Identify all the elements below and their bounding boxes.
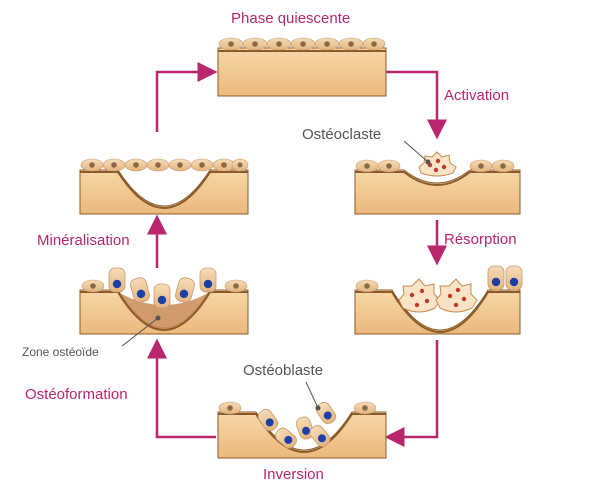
label-inversion: Inversion: [263, 466, 324, 483]
lining-cells: [218, 401, 377, 415]
osteoblast-group: [108, 267, 217, 309]
osteoid-pointer: [121, 317, 159, 347]
label-activation: Activation: [444, 87, 510, 104]
osteoclast: [398, 278, 441, 313]
arrow-quiescent-to-activation: [386, 70, 447, 140]
panel-mineralisation: [79, 158, 249, 215]
lining-cells: [81, 279, 248, 293]
label-mineralisation: Minéralisation: [37, 232, 130, 249]
label-resorption: Résorption: [444, 231, 517, 248]
arrow-inversion-to-osteoformation: [147, 338, 216, 439]
panel-resorption: [354, 265, 523, 335]
label-zone-osteoide: Zone ostéoïde: [22, 345, 99, 359]
osteoclast-pointer: [403, 140, 429, 163]
lining-cells: [355, 159, 515, 173]
osteoclast: [418, 151, 457, 177]
osteoblast-group: [487, 265, 523, 291]
osteoblast-group: [257, 401, 337, 449]
osteoclast: [435, 278, 478, 313]
label-phase-quiescente: Phase quiescente: [231, 10, 351, 27]
panel-activation: [354, 140, 521, 215]
arrow-resorption-to-inversion: [384, 340, 439, 447]
arrow-mineralisation-to-quiescent: [155, 62, 218, 132]
cycle-arrows: [147, 62, 447, 447]
label-osteoclaste: Ostéoclaste: [302, 126, 382, 143]
panel-osteoformation: [79, 267, 249, 347]
lining-cells: [80, 158, 249, 172]
lining-cells: [218, 37, 386, 51]
osteoblast-pointer: [305, 381, 319, 409]
label-osteoblaste: Ostéoblaste: [243, 362, 324, 379]
lining-cells: [355, 279, 379, 293]
panel-inversion: [217, 381, 387, 459]
label-osteoformation: Ostéoformation: [25, 386, 128, 403]
panel-quiescent: [217, 37, 387, 97]
